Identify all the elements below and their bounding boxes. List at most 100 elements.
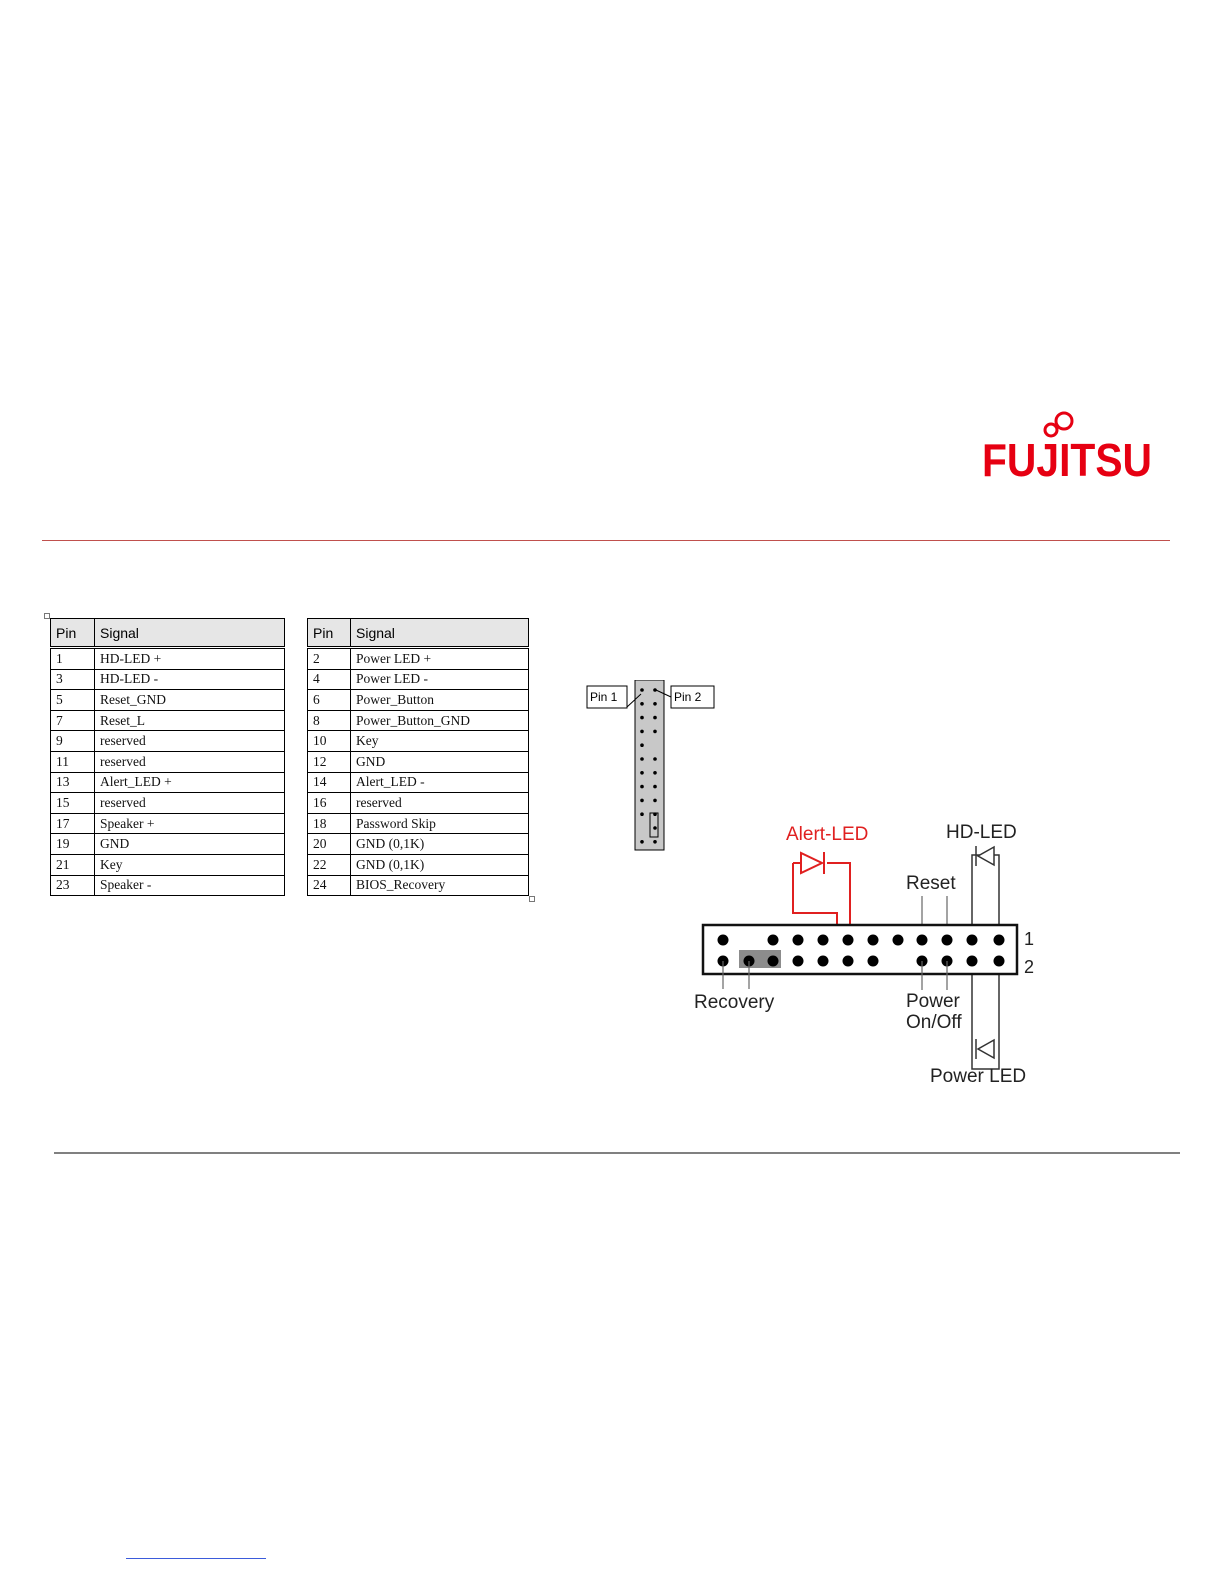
connector-pin	[892, 934, 904, 946]
pin-number: 12	[307, 750, 351, 773]
connector-pin	[916, 934, 928, 946]
signal-column-header: Signal	[94, 618, 285, 648]
signal-name: GND (0,1K)	[350, 853, 529, 876]
pin2-leader	[655, 689, 672, 698]
signal-name: Power LED +	[350, 647, 529, 670]
signal-name: Alert_LED -	[350, 771, 529, 794]
signal-name: GND	[350, 750, 529, 773]
power-label: Power	[906, 991, 961, 1012]
header-pin	[653, 826, 657, 830]
table-header-row: Pin Signal	[50, 618, 285, 648]
signal-name: Key	[350, 730, 529, 752]
fujitsu-logo: FUJITSU	[982, 411, 1152, 486]
svg-text:FUJITSU: FUJITSU	[982, 434, 1152, 486]
pin-number: 14	[307, 771, 351, 794]
connector-pin	[867, 955, 879, 967]
header-pin	[653, 702, 657, 706]
hd-led-label: HD-LED	[946, 822, 1017, 843]
connector-pin	[966, 934, 978, 946]
pin-number: 19	[50, 833, 95, 855]
footer-link-underline	[126, 1558, 266, 1559]
pin-number: 21	[50, 853, 95, 876]
header-pin	[640, 688, 644, 692]
header-pins	[640, 688, 657, 844]
front-panel-diagram: Alert-LED HD-LED Power LED Reset 1 2 Rec…	[694, 822, 1034, 1087]
connector-pin	[767, 934, 779, 946]
pin-number: 24	[307, 874, 351, 897]
pin-number: 5	[50, 689, 95, 711]
signal-column-header: Signal	[350, 618, 529, 648]
on-off-label: On/Off	[906, 1012, 962, 1033]
header-pin	[653, 771, 657, 775]
table-header-row: Pin Signal	[307, 618, 529, 648]
pin-number: 10	[307, 730, 351, 752]
connector-pin	[767, 955, 779, 967]
signal-name: Key	[94, 853, 285, 876]
signal-name: GND (0,1K)	[350, 833, 529, 855]
alert-led-label: Alert-LED	[786, 824, 868, 845]
pin-number: 11	[50, 750, 95, 773]
header-pin	[640, 743, 644, 747]
header-pin	[653, 798, 657, 803]
signal-name: Reset_L	[94, 709, 285, 732]
header-pin	[640, 702, 644, 706]
connector-thumbnail: Pin 1 Pin 2	[586, 680, 715, 851]
connector-pin	[993, 955, 1005, 967]
pin1-callout-box	[586, 685, 628, 709]
table-resize-mark	[529, 896, 535, 902]
signal-name: reserved	[94, 792, 285, 814]
header-pin	[640, 812, 644, 816]
pin-number: 22	[307, 853, 351, 876]
pin-number: 20	[307, 833, 351, 855]
pin-number: 3	[50, 668, 95, 691]
pin2-label: Pin 2	[674, 690, 702, 704]
signal-name: Power_Button	[350, 689, 529, 711]
signal-name: Power LED -	[350, 668, 529, 691]
connector-pin	[966, 955, 978, 967]
header-pin	[640, 840, 644, 844]
signal-name: BIOS_Recovery	[350, 874, 529, 897]
pin-number: 4	[307, 668, 351, 691]
pin-number: 2	[307, 647, 351, 670]
pin-number: 16	[307, 792, 351, 814]
reset-label: Reset	[906, 873, 956, 894]
row-1-label: 1	[1024, 929, 1034, 949]
header-pin	[640, 771, 644, 775]
pin-number: 15	[50, 792, 95, 814]
pin-number: 23	[50, 874, 95, 897]
power-led-label: Power LED	[930, 1066, 1026, 1087]
pin-number: 13	[50, 771, 95, 794]
connector-pin	[993, 934, 1005, 946]
signal-name: Reset_GND	[94, 689, 285, 711]
connector-pin	[842, 955, 854, 967]
signal-name: HD-LED -	[94, 668, 285, 691]
signal-name: Password Skip	[350, 812, 529, 835]
pin-number: 17	[50, 812, 95, 835]
header-pin	[653, 840, 657, 844]
pin-column-header: Pin	[50, 618, 95, 648]
pin-column-header: Pin	[307, 618, 351, 648]
signal-name: Alert_LED +	[94, 771, 285, 794]
